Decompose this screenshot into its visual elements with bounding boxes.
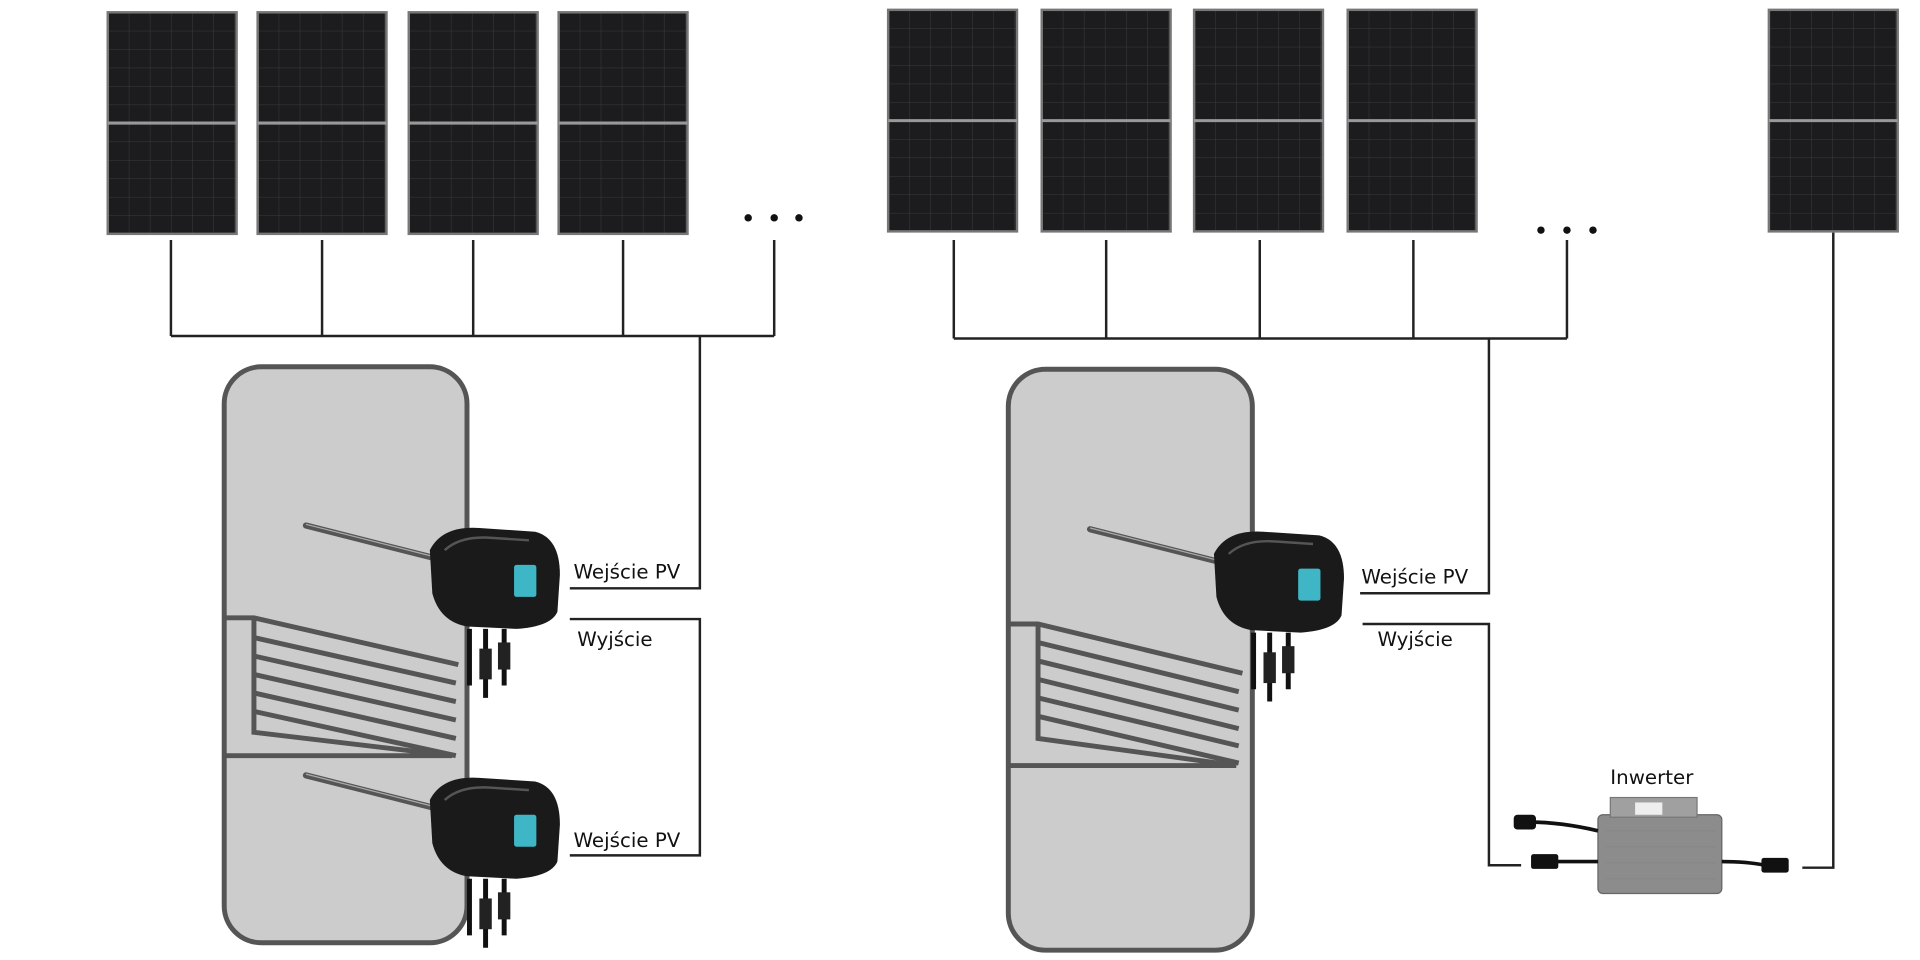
solar-panel xyxy=(557,10,690,236)
solar-panel xyxy=(1192,8,1325,233)
panel-group-b xyxy=(886,8,1900,234)
pv-input-label: Wejście PV xyxy=(574,829,681,852)
inverter-label: Inwerter xyxy=(1610,766,1694,789)
ellipsis-icon xyxy=(1537,226,1597,234)
water-tank-a xyxy=(221,364,560,948)
solar-panel xyxy=(407,10,540,236)
solar-panel xyxy=(256,10,389,236)
solar-panel xyxy=(106,10,239,236)
micro-inverter xyxy=(1513,796,1789,895)
pv-input-label: Wejście PV xyxy=(1361,565,1468,588)
panel-group-a xyxy=(106,10,803,236)
solar-panel xyxy=(886,8,1019,233)
pv-input-label: Wejście PV xyxy=(574,561,681,584)
output-label: Wyjście xyxy=(1377,628,1452,651)
solar-panel xyxy=(1346,8,1479,233)
solar-panel-inverter xyxy=(1767,8,1900,233)
wiring-a xyxy=(169,240,776,857)
heat-exchanger-coil xyxy=(225,615,459,759)
solar-panel xyxy=(1040,8,1173,233)
wiring-b xyxy=(952,232,1835,869)
ellipsis-icon xyxy=(744,214,803,222)
heat-exchanger-coil xyxy=(1009,621,1244,768)
output-label: Wyjście xyxy=(577,628,652,651)
water-tank-b xyxy=(1005,366,1344,953)
